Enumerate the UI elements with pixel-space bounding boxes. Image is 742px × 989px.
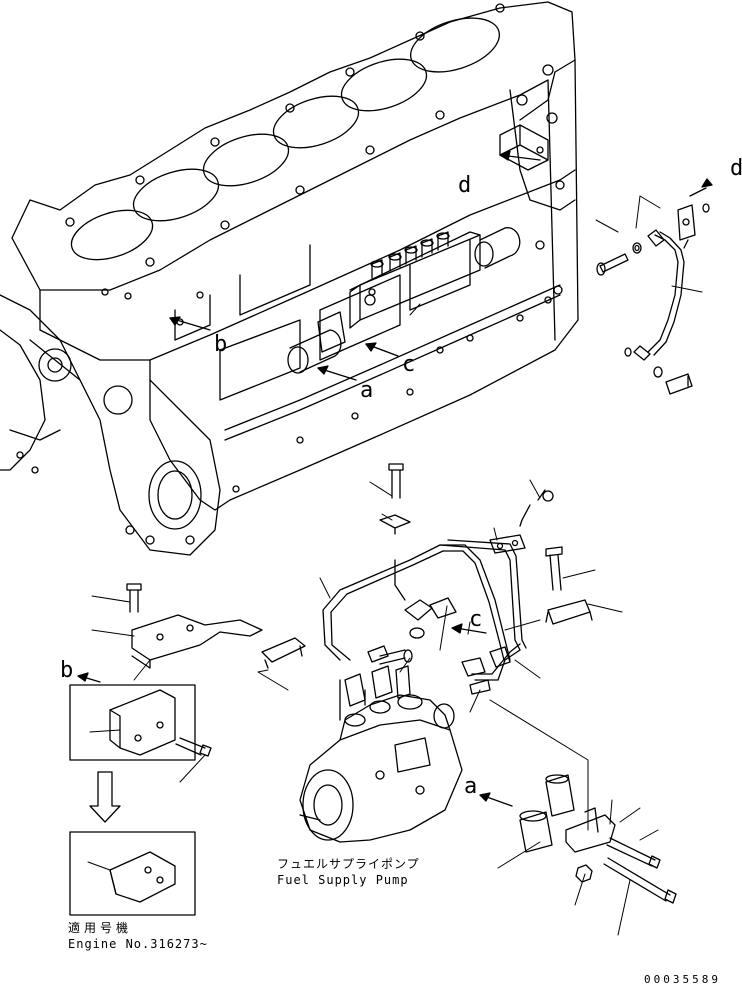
cylinder-bore-1 — [70, 209, 154, 261]
inset-bracket-new — [69, 831, 196, 916]
clamps — [261, 514, 593, 695]
callout-b-lower: b — [60, 658, 74, 683]
callout-a-upper: a — [360, 378, 374, 403]
applicability-jp: 適用号機 — [68, 921, 133, 935]
common-rail — [287, 227, 521, 374]
cylinder-bore-3 — [202, 133, 290, 187]
fuel-supply-pump — [299, 665, 463, 843]
sensor-block — [499, 124, 549, 171]
callout-arrows — [77, 150, 713, 807]
reference-number: 00035589 — [644, 973, 721, 986]
callout-d-arrow: d — [730, 156, 742, 181]
cylinder-bore-5 — [340, 58, 428, 112]
callout-c-lower: c — [469, 607, 483, 632]
fuel-pipes — [322, 539, 527, 681]
callout-c-upper: c — [402, 352, 416, 377]
return-pipe-assembly — [596, 203, 710, 395]
pump-label-en: Fuel Supply Pump — [277, 873, 409, 887]
engine-block — [0, 1, 579, 556]
bracket-upper-left — [131, 614, 263, 669]
pump-label-jp: フュエルサプライポンプ — [277, 857, 420, 871]
collars — [519, 774, 616, 883]
cylinder-bore-2 — [132, 168, 220, 222]
cylinder-bore-6 — [409, 17, 501, 73]
callout-a-lower: a — [464, 774, 478, 799]
cylinder-bore-4 — [272, 95, 360, 149]
leader-lines — [87, 195, 703, 936]
callout-d-upper: d — [458, 173, 472, 198]
bolts — [126, 463, 677, 904]
callout-b-upper: b — [214, 332, 228, 357]
applicability-en: Engine No.316273~ — [68, 937, 208, 951]
arrow-down — [89, 771, 121, 823]
inset-bracket-box — [69, 684, 196, 761]
